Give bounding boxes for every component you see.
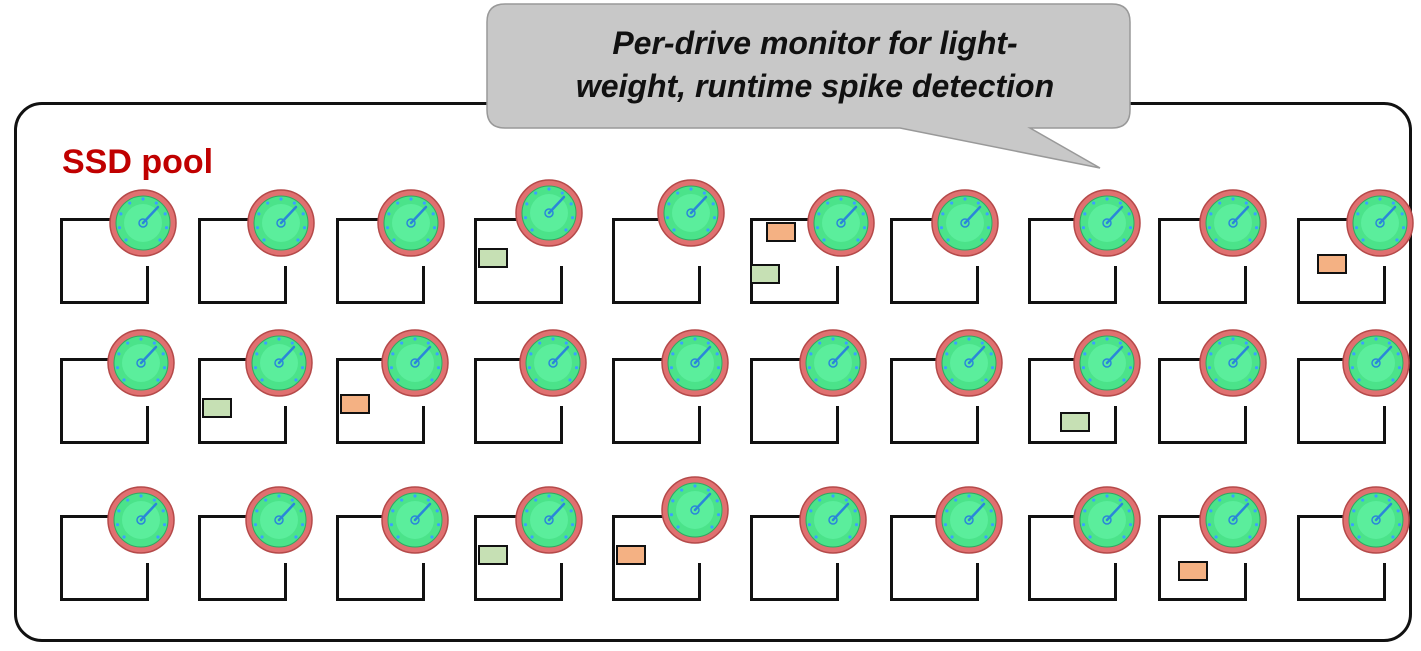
ssd-drive [336,486,449,601]
gauge-monitor-icon [1198,188,1268,258]
drive-box [198,218,287,304]
ssd-drive [1158,486,1267,601]
ssd-drive [60,329,175,444]
spike-block-orange [340,394,370,414]
ssd-drive [612,476,729,601]
gauge-monitor-icon [518,328,588,398]
ssd-drive [198,486,313,601]
gauge-monitor-icon [380,328,450,398]
io-block-green [478,545,508,565]
gauge-monitor-icon [806,188,876,258]
ssd-drive [1028,189,1141,304]
gauge-monitor-icon [1072,485,1142,555]
gauge-monitor-icon [930,188,1000,258]
gauge-monitor-icon [1345,188,1415,258]
callout-line-2: weight, runtime spike detection [575,68,1055,104]
gauge-monitor-icon [798,485,868,555]
gauge-monitor-icon [380,485,450,555]
gauge-monitor-icon [1072,328,1142,398]
ssd-drive [612,179,725,304]
io-block-green [1060,412,1090,432]
io-block-green [750,264,780,284]
ssd-drive [198,189,315,304]
ssd-drive [890,189,999,304]
callout-text: Per-drive monitor for light- weight, run… [490,22,1140,108]
gauge-monitor-icon [798,328,868,398]
ssd-drive [1158,189,1267,304]
gauge-monitor-icon [244,328,314,398]
ssd-drive [60,486,175,601]
drive-box [1297,358,1386,444]
ssd-drive [474,486,583,601]
ssd-drive [1297,329,1410,444]
ssd-drive [198,329,313,444]
ssd-drive [1028,486,1141,601]
ssd-drive [890,329,1003,444]
gauge-monitor-icon [108,188,178,258]
ssd-drive [612,329,729,444]
gauge-monitor-icon [934,485,1004,555]
ssd-drive [474,179,583,304]
ssd-drive [1158,329,1267,444]
ssd-drive [750,189,875,304]
spike-block-orange [1317,254,1347,274]
ssd-drive [750,329,867,444]
io-block-green [202,398,232,418]
io-block-green [478,248,508,268]
spike-block-orange [1178,561,1208,581]
gauge-monitor-icon [660,328,730,398]
gauge-monitor-icon [106,328,176,398]
gauge-monitor-icon [514,485,584,555]
gauge-monitor-icon [376,188,446,258]
gauge-monitor-icon [656,178,726,248]
ssd-drive [336,189,445,304]
gauge-monitor-icon [514,178,584,248]
ssd-drive [474,329,587,444]
gauge-monitor-icon [244,485,314,555]
ssd-drive [1297,486,1410,601]
drive-box [750,358,839,444]
gauge-monitor-icon [1198,485,1268,555]
ssd-drive [1297,189,1414,304]
gauge-monitor-icon [1341,485,1411,555]
ssd-drive [750,486,867,601]
spike-block-orange [616,545,646,565]
gauge-monitor-icon [106,485,176,555]
ssd-drive [890,486,1003,601]
callout-shape [486,3,1131,169]
ssd-drive [336,329,449,444]
ssd-drive [60,189,177,304]
gauge-monitor-icon [1341,328,1411,398]
drive-box [1028,218,1117,304]
spike-block-orange [766,222,796,242]
gauge-monitor-icon [1198,328,1268,398]
gauge-monitor-icon [934,328,1004,398]
gauge-monitor-icon [1072,188,1142,258]
ssd-pool-title: SSD pool [62,143,214,181]
gauge-monitor-icon [246,188,316,258]
gauge-monitor-icon [660,475,730,545]
ssd-drive [1028,329,1141,444]
callout-line-1: Per-drive monitor for light- [612,25,1018,61]
